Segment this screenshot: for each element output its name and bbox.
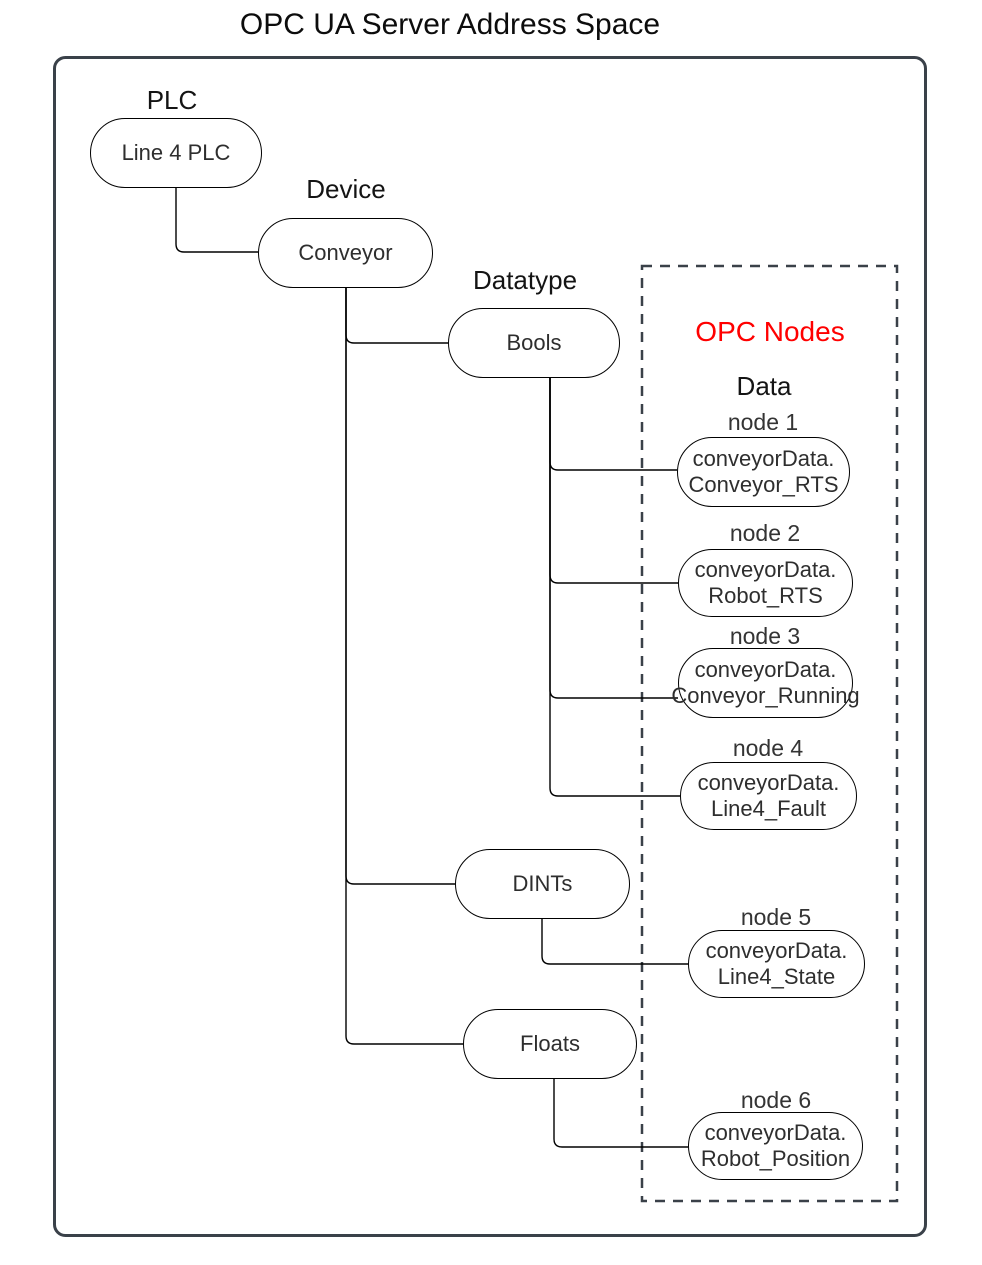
node-conveyor: Conveyor [258, 218, 433, 288]
connector-dints-to-node5 [541, 919, 688, 965]
node-bools-label: Bools [506, 330, 562, 355]
connector-bools-to-node4 [549, 378, 680, 797]
opc-node3-line2: Conveyor_Running [671, 683, 860, 708]
node-line4-plc-label: Line 4 PLC [121, 140, 231, 165]
connector-floats-to-node6 [553, 1079, 688, 1148]
connector-plc-to-conveyor [175, 188, 258, 253]
connector-bools-to-node1 [549, 378, 677, 471]
label-device: Device [306, 174, 386, 204]
connector-conveyor-to-bools [345, 288, 448, 344]
label-datatype: Datatype [472, 265, 578, 295]
opc-node2-line2: Robot_RTS [708, 583, 823, 608]
label-plc: PLC [146, 85, 198, 115]
node-dints-label: DINTs [512, 871, 573, 896]
opc-node1-line2: Conveyor_RTS [688, 472, 839, 497]
opc-nodes-heading: OPC Nodes [695, 316, 845, 347]
connector-conveyor-to-dints [345, 288, 455, 885]
opc-node1-bubble: conveyorData. Conveyor_RTS [677, 437, 850, 507]
opc-node1-line1: conveyorData. [692, 446, 835, 471]
opc-node4-line1: conveyorData. [697, 770, 840, 795]
node-line4-plc: Line 4 PLC [90, 118, 262, 188]
opc-node3-bubble: conveyorData. Conveyor_Running [671, 648, 860, 718]
connector-conveyor-to-floats [345, 288, 463, 1045]
opc-node4-bubble: conveyorData. Line4_Fault [680, 762, 857, 830]
node-floats: Floats [463, 1009, 637, 1079]
opc-node6-line1: conveyorData. [704, 1120, 847, 1145]
opc-node2-bubble: conveyorData. Robot_RTS [678, 549, 853, 617]
opc-node3-line1: conveyorData. [694, 657, 837, 682]
opc-node6-line2: Robot_Position [700, 1146, 851, 1171]
connector-bools-to-node3 [549, 378, 678, 699]
connector-bools-to-node2 [549, 378, 678, 584]
opc-node4-label: node 4 [732, 735, 804, 761]
opc-node6-label: node 6 [740, 1087, 812, 1113]
opc-node5-label: node 5 [740, 904, 812, 930]
opc-node1-label: node 1 [727, 409, 799, 435]
opc-node5-bubble: conveyorData. Line4_State [688, 930, 865, 998]
diagram-title: OPC UA Server Address Space [239, 8, 661, 41]
opc-node4-line2: Line4_Fault [711, 796, 826, 821]
opc-node6-bubble: conveyorData. Robot_Position [688, 1112, 863, 1180]
opc-nodes-dashed-box [640, 264, 899, 1203]
node-bools: Bools [448, 308, 620, 378]
opc-node2-label: node 2 [729, 520, 801, 546]
label-data: Data [736, 371, 792, 401]
node-dints: DINTs [455, 849, 630, 919]
opc-node5-line1: conveyorData. [705, 938, 848, 963]
opc-node5-line2: Line4_State [717, 964, 836, 989]
address-space-frame [53, 56, 927, 1237]
opc-node2-line1: conveyorData. [694, 557, 837, 582]
node-floats-label: Floats [520, 1031, 580, 1056]
node-conveyor-label: Conveyor [298, 240, 393, 265]
opc-node3-label: node 3 [729, 623, 801, 649]
